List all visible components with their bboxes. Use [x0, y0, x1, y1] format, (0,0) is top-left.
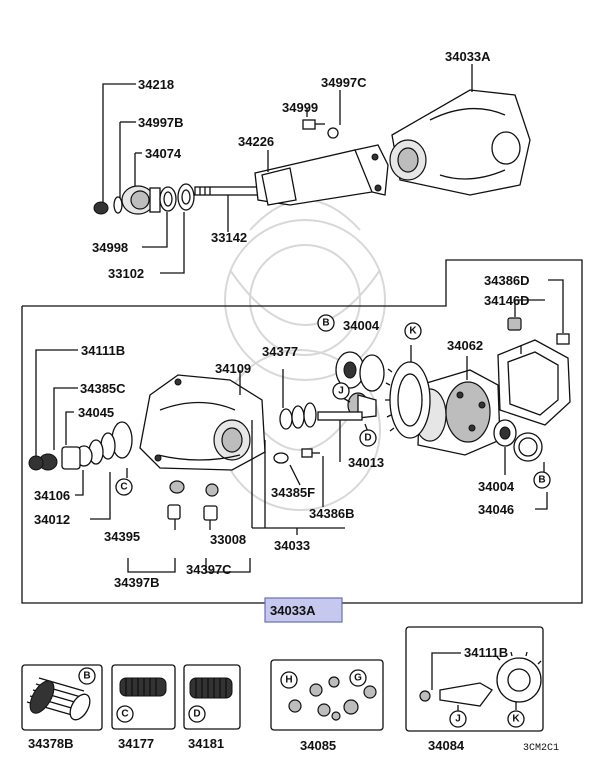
label-34386D: 34386D	[484, 273, 530, 288]
callout-k-2: K	[512, 714, 520, 725]
assembly-parts-group	[28, 279, 571, 573]
label-34386B: 34386B	[309, 506, 355, 521]
label-33008: 33008	[210, 532, 246, 547]
kit-label-34084: 34084	[428, 738, 465, 753]
callout-c-1: C	[120, 482, 127, 493]
label-33142: 33142	[211, 230, 247, 245]
assembly-callout-label[interactable]: 34033A	[270, 603, 316, 618]
label-33102: 33102	[108, 266, 144, 281]
label-34109: 34109	[215, 361, 251, 376]
callout-circles: B K J D C B	[115, 314, 551, 496]
kit-label-34085: 34085	[300, 738, 336, 753]
upper-parts-group	[93, 64, 531, 274]
kit-label-34177: 34177	[118, 736, 154, 751]
callout-g: G	[354, 673, 362, 684]
kit-label-34181: 34181	[188, 736, 224, 751]
label-34012: 34012	[34, 512, 70, 527]
label-34033A-top: 34033A	[445, 49, 491, 64]
label-34033: 34033	[274, 538, 310, 553]
kit-34085: H G 34085	[270, 659, 384, 753]
label-34377: 34377	[262, 344, 298, 359]
upper-labels: 34218 34997B 34074 34998 33102 34999 349…	[92, 49, 491, 281]
label-34046: 34046	[478, 502, 514, 517]
label-34395: 34395	[104, 529, 140, 544]
kit-label-34111B: 34111B	[464, 645, 508, 660]
callout-k-1: K	[409, 326, 417, 337]
label-34397C: 34397C	[186, 562, 232, 577]
callout-j-2: J	[455, 714, 461, 725]
callout-b-1: B	[322, 318, 329, 329]
label-34074: 34074	[145, 146, 182, 161]
label-34004-bottom: 34004	[478, 479, 515, 494]
label-34385F: 34385F	[271, 485, 315, 500]
callout-b-3: B	[83, 671, 90, 682]
label-34998: 34998	[92, 240, 128, 255]
kit-label-34378B: 34378B	[28, 736, 74, 751]
label-34997B: 34997B	[138, 115, 184, 130]
callout-h: H	[285, 675, 292, 686]
label-34111B: 34111B	[81, 343, 125, 358]
kit-34084: J K 34111B 34084	[405, 626, 544, 753]
label-34226: 34226	[238, 134, 274, 149]
kit-34378B: B 34378B	[21, 664, 103, 751]
callout-d-2: D	[193, 709, 200, 720]
label-34997C: 34997C	[321, 75, 367, 90]
assembly-labels: 34386D 34146D 34004 34111B 34377 34109 3…	[34, 273, 530, 590]
label-34013: 34013	[348, 455, 384, 470]
label-34999: 34999	[282, 100, 318, 115]
label-34397B: 34397B	[114, 575, 160, 590]
label-34062: 34062	[447, 338, 483, 353]
label-34385C: 34385C	[80, 381, 126, 396]
callout-b-2: B	[538, 475, 545, 486]
kit-34177: C 34177	[111, 664, 176, 751]
callout-d-1: D	[364, 433, 371, 444]
diagram-code: 3CM2C1	[523, 743, 559, 754]
label-34146D: 34146D	[484, 293, 530, 308]
assembly-callout[interactable]: 34033A	[264, 597, 343, 623]
assembly-frame	[21, 259, 583, 604]
label-34004-top: 34004	[343, 318, 380, 333]
label-34045: 34045	[78, 405, 114, 420]
callout-c-2: C	[121, 709, 128, 720]
label-34106: 34106	[34, 488, 70, 503]
label-34218: 34218	[138, 77, 174, 92]
kit-34181: D 34181	[183, 664, 241, 751]
callout-j-1: J	[338, 386, 344, 397]
